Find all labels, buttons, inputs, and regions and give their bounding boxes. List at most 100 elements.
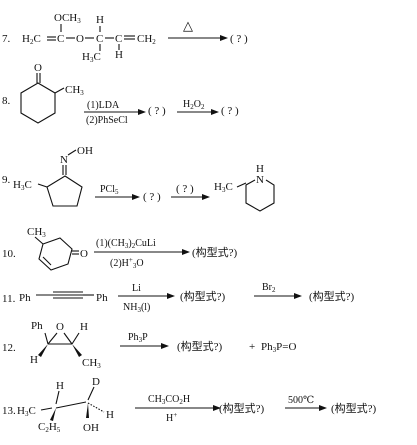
bond [67, 149, 77, 156]
atom-h-left: H [30, 354, 38, 366]
atom-ph-left: Ph [19, 292, 31, 304]
atom-oh: OH [77, 145, 93, 157]
arrow-head [138, 109, 146, 115]
arrow-head [202, 194, 210, 200]
product-placeholder: ( ? ) [221, 105, 239, 117]
atom-o: O [80, 248, 88, 260]
atom-ph-right: Ph [96, 292, 108, 304]
bond [55, 401, 87, 409]
arrow-head [132, 194, 140, 200]
intermediate-placeholder: ( ? ) [148, 105, 166, 117]
arrow-head [319, 405, 327, 411]
condition-unknown: ( ? ) [176, 183, 194, 195]
atom-ch3: CH3 [65, 84, 84, 97]
epoxide-bond [63, 332, 73, 345]
plus-sign: + [249, 341, 255, 353]
intermediate-placeholder: (构型式?) [180, 289, 226, 303]
ring-double-bond [42, 256, 52, 266]
condition-pcl5: PCl5 [100, 184, 119, 196]
condition-lda: (1)LDA [87, 100, 120, 111]
cyclohexane-ring [20, 82, 56, 124]
hashed-bond [87, 402, 105, 413]
condition-cuprate: (1)(CH3)2CuLi [96, 238, 156, 250]
atom-n: N [60, 154, 68, 166]
product-placeholder: (构型式?) [331, 401, 377, 415]
problem-10: 10. CH3 O (1)(CH3)2CuLi (2)H+3O (构型式?) [2, 226, 238, 271]
atom-ch2: CH2 [137, 33, 156, 46]
bond [55, 390, 60, 405]
problem-8: 8. O CH3 (1)LDA (2)PhSeCl ( ? ) H2O2 ( ?… [2, 62, 239, 126]
product-n: N [256, 174, 264, 186]
bond [37, 183, 48, 188]
condition-li: Li [132, 283, 141, 294]
problem-7: 7. H2C C OCH3 O H C H3C C H CH2 △ ( ? ) [2, 12, 248, 64]
atom-h-top: H [96, 14, 104, 26]
cyclopentane-ring [46, 175, 83, 207]
problem-11: 11. Ph Ph Li NH3(l) (构型式?) Br2 (构型式?) [2, 282, 355, 314]
problem-13: 13. H3C H C2H5 D H OH CH3CO2H H+ (构型式?) … [2, 376, 377, 434]
atom-h-right: H [106, 409, 114, 421]
atom-h3c: H3C [13, 179, 32, 192]
problem-number: 8. [2, 95, 11, 107]
atom-h3c: H3C [17, 405, 36, 418]
product-h3c: H3C [214, 181, 233, 194]
condition-500c: 500℃ [288, 395, 314, 406]
wedge-bond [72, 344, 82, 357]
atom-ch3: CH3 [27, 226, 46, 239]
bond [236, 182, 247, 188]
atom-ph: Ph [31, 320, 43, 332]
problem-number: 11. [2, 293, 16, 305]
product-placeholder: (构型式?) [192, 245, 238, 259]
arrow-head [211, 109, 219, 115]
atom-c-center: C [96, 33, 103, 45]
atom-c: C [57, 33, 64, 45]
product-placeholder: (构型式?) [177, 339, 223, 353]
condition-heat: △ [183, 18, 193, 33]
atom-h-right: H [80, 321, 88, 333]
condition-h2o2: H2O2 [183, 99, 205, 111]
atom-o: O [56, 321, 64, 333]
atom-o: O [76, 33, 84, 45]
piperidine-ring [245, 179, 275, 212]
condition-workup: (2)H+3O [110, 256, 144, 270]
atom-ome: OCH3 [54, 12, 81, 25]
product-placeholder: (构型式?) [309, 289, 355, 303]
arrow-head [167, 293, 175, 299]
product-placeholder: ( ? ) [230, 33, 248, 45]
problem-12: 12. Ph O H H CH3 Ph3P (构型式?) + Ph3P=O [2, 320, 296, 370]
condition-acetic-acid: CH3CO2H [148, 394, 190, 406]
atom-h3c: H3C [82, 51, 101, 64]
atom-h: H [56, 380, 64, 392]
bond [87, 386, 95, 401]
condition-nh3: NH3(l) [123, 302, 150, 314]
bond [44, 332, 49, 345]
wedge-bond [34, 236, 44, 245]
intermediate-placeholder: ( ? ) [143, 191, 161, 203]
condition-br2: Br2 [262, 282, 276, 294]
condition-acid: H+ [166, 411, 177, 424]
wedge-bond [50, 408, 56, 421]
problem-9: 9. OH N H3C PCl5 ( ? ) ( ? ) H3C N H [2, 145, 275, 212]
condition-ph3p: Ph3P [128, 332, 148, 344]
bond [71, 332, 80, 345]
cyclohexenone-ring [38, 237, 73, 271]
intermediate-placeholder: (构型式?) [219, 401, 265, 415]
atom-d: D [92, 376, 100, 388]
problem-number: 9. [2, 174, 11, 186]
problem-number: 13. [2, 405, 16, 417]
byproduct: Ph3P=O [261, 341, 296, 354]
atom-oh: OH [83, 422, 99, 434]
arrow-head [161, 343, 169, 349]
arrow-head [220, 35, 228, 41]
wedge-bond [38, 344, 48, 357]
bond [40, 407, 53, 411]
arrow-head [294, 293, 302, 299]
atom-c2h5: C2H5 [38, 421, 61, 434]
arrow-head [182, 249, 190, 255]
arrow-head [213, 405, 221, 411]
problem-number: 12. [2, 342, 16, 354]
atom-h2c: H2C [22, 33, 41, 46]
epoxide-bond [47, 332, 58, 345]
bond [54, 87, 65, 94]
